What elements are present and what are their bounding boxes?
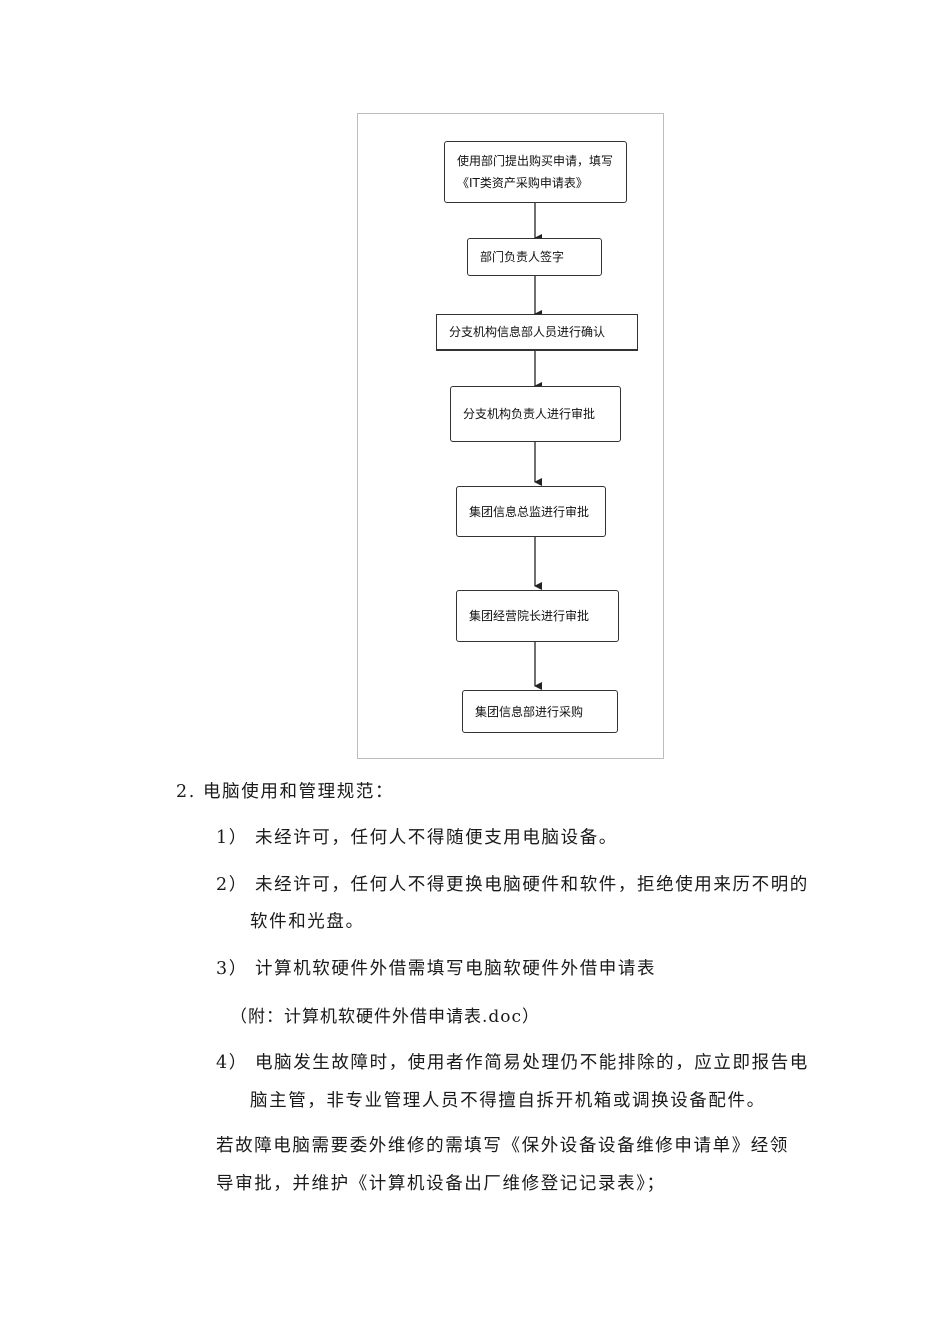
paragraph-line-1: 若故障电脑需要委外维修的需填写《保外设备设备维修申请单》经领 bbox=[216, 1136, 789, 1156]
flowchart-frame: 使用部门提出购买申请，填写《IT类资产采购申请表》 部门负责人签字 分支机构信息… bbox=[357, 113, 664, 759]
flow-step-it-procure: 集团信息部进行采购 bbox=[462, 690, 618, 733]
list-item-2-line-1: 2） 未经许可，任何人不得更换电脑硬件和软件，拒绝使用来历不明的 bbox=[216, 875, 809, 895]
flow-step-label: 集团信息部进行采购 bbox=[475, 704, 584, 719]
flow-step-president-approve: 集团经营院长进行审批 bbox=[456, 590, 619, 642]
flow-step-cio-approve: 集团信息总监进行审批 bbox=[456, 486, 606, 537]
list-item-1: 1） 未经许可，任何人不得随便支用电脑设备。 bbox=[216, 828, 618, 848]
flow-step-label: 分支机构负责人进行审批 bbox=[463, 407, 596, 421]
list-item-3: 3） 计算机软硬件外借需填写电脑软硬件外借申请表 bbox=[216, 959, 657, 979]
flow-step-dept-sign: 部门负责人签字 bbox=[467, 238, 602, 276]
list-item-3-note: （附：计算机软硬件外借申请表.doc） bbox=[230, 1007, 541, 1027]
flow-step-label: 集团经营院长进行审批 bbox=[469, 609, 590, 623]
paragraph-line-2: 导审批，并维护《计算机设备出厂维修登记记录表》； bbox=[216, 1174, 666, 1194]
flowchart-arrows bbox=[534, 203, 542, 690]
list-item-4-line-1: 4） 电脑发生故障时，使用者作简易处理仍不能排除的，应立即报告电 bbox=[216, 1053, 809, 1073]
flow-step-label: 使用部门提出购买申请，填写《IT类资产采购申请表》 bbox=[457, 154, 614, 190]
flow-step-label: 分支机构信息部人员进行确认 bbox=[449, 325, 606, 339]
section-heading: 2. 电脑使用和管理规范： bbox=[176, 782, 395, 802]
flow-step-branch-head-approve: 分支机构负责人进行审批 bbox=[450, 386, 621, 442]
flow-step-purchase-request: 使用部门提出购买申请，填写《IT类资产采购申请表》 bbox=[444, 141, 627, 203]
flow-step-label: 部门负责人签字 bbox=[480, 250, 565, 264]
list-item-2-line-2: 软件和光盘。 bbox=[250, 912, 365, 932]
flow-step-label: 集团信息总监进行审批 bbox=[469, 504, 590, 519]
flow-step-branch-it-confirm: 分支机构信息部人员进行确认 bbox=[436, 314, 638, 351]
list-item-4-line-2: 脑主管，非专业管理人员不得擅自拆开机箱或调换设备配件。 bbox=[250, 1091, 766, 1111]
